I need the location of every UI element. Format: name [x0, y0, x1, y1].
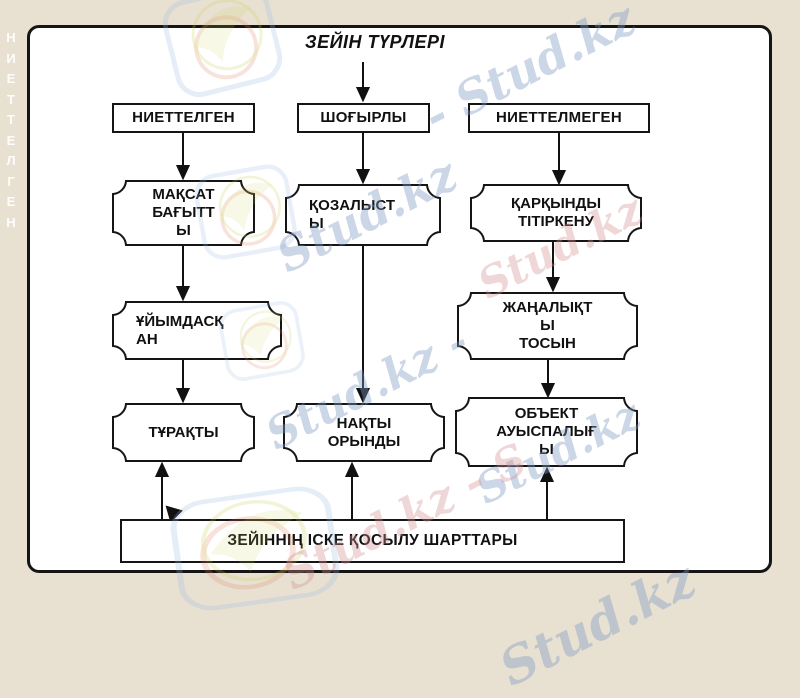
node-label: НИЕТТЕЛМЕГЕН — [496, 109, 622, 126]
node-label: ТҰРАҚТЫ — [148, 423, 219, 441]
node-label: ОБЪЕКТ АУЫСПАЛЫҒ Ы — [496, 405, 597, 458]
node-turaqty: ТҰРАҚТЫ — [112, 403, 255, 462]
node-qarqyndy-titirkenu: ҚАРҚЫНДЫ ТІТІРКЕНУ — [470, 184, 642, 242]
plaque-shape — [455, 397, 638, 467]
node-obekt-auyspalygy: ОБЪЕКТ АУЫСПАЛЫҒ Ы — [455, 397, 638, 467]
plaque-shape — [112, 301, 282, 360]
node-naqty-oryndy: НАҚТЫ ОРЫНДЫ — [283, 403, 445, 462]
plaque-shape — [285, 184, 441, 246]
node-label: НИЕТТЕЛГЕН — [132, 109, 235, 126]
node-uiymdasqan: ҰЙЫМДАСҚ АН — [112, 301, 282, 360]
plaque-shape — [470, 184, 642, 242]
connector-arrows — [154, 62, 567, 523]
node-qozalysty: ҚОЗАЛЫСТ Ы — [285, 184, 441, 246]
node-shogyrly: ШОҒЫРЛЫ — [297, 103, 430, 133]
node-label: ШОҒЫРЛЫ — [320, 109, 407, 126]
node-niettelgen: НИЕТТЕЛГЕН — [112, 103, 255, 133]
node-zhanalyqty-tosyn: ЖАҢАЛЫҚТ Ы ТОСЫН — [457, 292, 638, 360]
diagram-title: ЗЕЙІН ТҮРЛЕРІ — [305, 32, 445, 52]
node-label: МАҚСАТ БАҒЫТТ Ы — [152, 186, 215, 239]
plaque-shape — [283, 403, 445, 462]
node-label: ЖАҢАЛЫҚТ Ы ТОСЫН — [502, 299, 593, 352]
node-label: ҚАРҚЫНДЫ ТІТІРКЕНУ — [510, 195, 602, 230]
footer-label: ЗЕЙІННІҢ ІСКЕ ҚОСЫЛУ ШАРТТАРЫ — [227, 532, 518, 549]
node-label: ҚОЗАЛЫСТ Ы — [309, 197, 396, 232]
plaque-shape — [112, 180, 255, 246]
node-maqsat-bagytty: МАҚСАТ БАҒЫТТ Ы — [112, 180, 255, 246]
node-niettelmegen: НИЕТТЕЛМЕГЕН — [468, 103, 650, 133]
node-label: НАҚТЫ ОРЫНДЫ — [327, 414, 401, 450]
plaque-shape — [112, 403, 255, 462]
plaque-shape — [457, 292, 638, 360]
footer-condition-bar: ЗЕЙІННІҢ ІСКЕ ҚОСЫЛУ ШАРТТАРЫ — [120, 519, 625, 563]
node-label: ҰЙЫМДАСҚ АН — [136, 312, 224, 348]
side-vertical-label: Н И Е Т Т Е Л Г Е Н — [6, 30, 16, 230]
